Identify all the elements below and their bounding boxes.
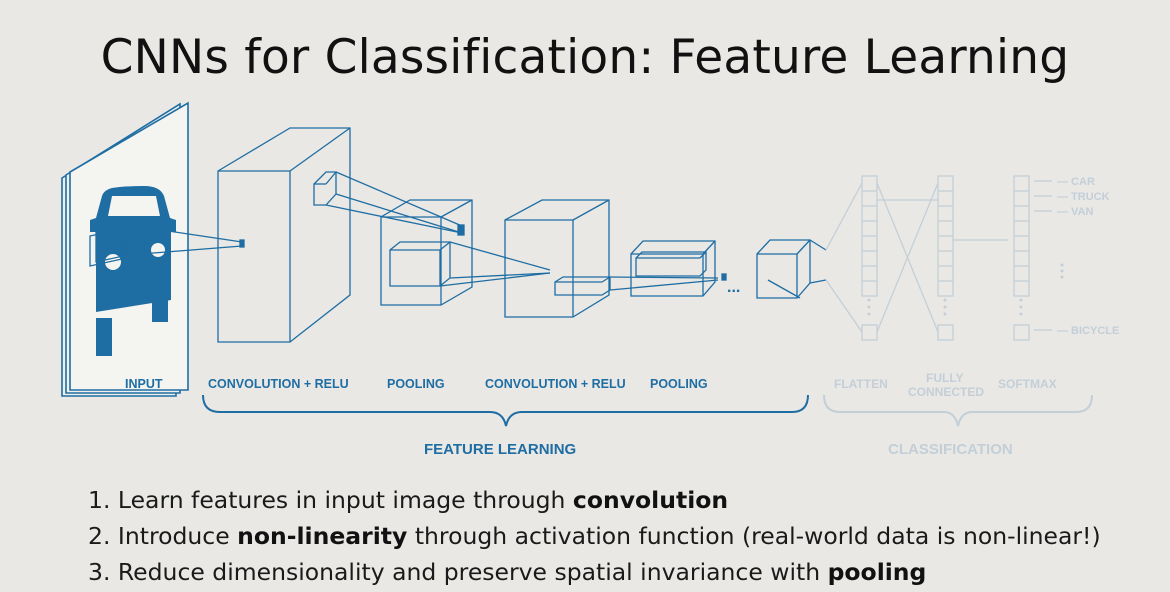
label-pool1: POOLING [387,377,445,391]
class-label: — VAN [1057,206,1094,218]
feature-learning-brace [202,394,809,427]
label-softmax: SOFTMAX [998,377,1057,391]
pool1-volume [380,199,551,306]
fully-connected-layer [937,175,954,341]
bullet-text: Reduce dimensionality and preserve spati… [117,558,828,586]
vertical-ellipsis [867,263,1064,316]
car-icon [90,186,176,356]
softmax-layer [1013,175,1030,341]
slide-title: CNNs for Classification: Feature Learnin… [100,30,1070,85]
bullet-number: 1. [88,486,111,514]
continuation-dots: ... [727,279,740,296]
bullet-bold: pooling [827,558,927,586]
flatten-layer [861,175,878,341]
label-conv2: CONVOLUTION + RELU [485,377,626,391]
classification-label: CLASSIFICATION [888,441,1013,458]
label-flatten: FLATTEN [834,377,888,391]
label-input: INPUT [125,377,163,391]
bullet-item: 2. Introduce non-linearity through activ… [88,518,1101,554]
bullet-number: 2. [88,522,111,550]
bullet-text: through activation function (real-world … [407,522,1101,550]
feature-learning-label: FEATURE LEARNING [424,441,576,458]
classification-brace [823,394,1093,427]
conv1-volume [217,127,351,343]
class-label: — BICYCLE [1057,325,1119,337]
final-volume [756,239,827,299]
label-fully: FULLY [926,371,964,385]
cnn-diagram: ... INPUT CONVOLUTION + RELU POOLING CON… [61,101,1119,458]
bullet-item: 1. Learn features in input image through… [88,482,1101,518]
bullet-list: 1. Learn features in input image through… [88,482,1101,590]
conv2-volume [504,199,719,318]
bullet-text: Introduce [117,522,238,550]
fc-connections [825,180,1052,333]
pool2-volume [630,240,727,297]
bullet-number: 3. [88,558,111,586]
input-receptive-field [89,224,245,267]
bullet-item: 3. Reduce dimensionality and preserve sp… [88,554,1101,590]
bullet-text: Learn features in input image through [117,486,573,514]
label-connected: CONNECTED [908,385,984,399]
bullet-bold: non-linearity [237,522,408,550]
class-label: — TRUCK [1057,191,1110,203]
bullet-bold: convolution [572,486,729,514]
class-label: — CAR [1057,176,1095,188]
label-pool2: POOLING [650,377,708,391]
label-conv1: CONVOLUTION + RELU [208,377,349,391]
